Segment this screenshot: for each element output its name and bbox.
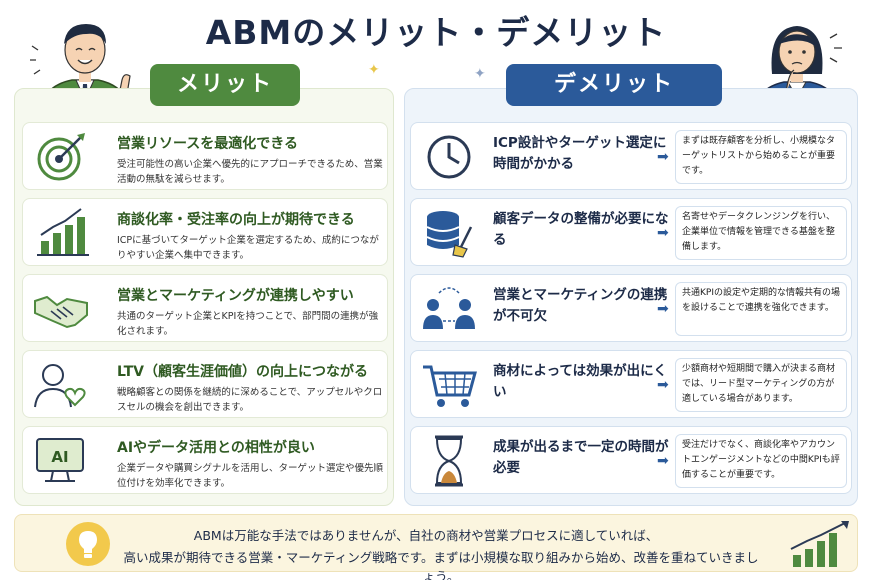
arrow-right-icon: ➡ (657, 149, 669, 165)
handshake-icon (34, 295, 88, 329)
demerit-title: 顧客データの整備が必要になる (493, 211, 669, 248)
ai-monitor-icon: AI (36, 438, 84, 482)
solution-box: 共通KPIの設定や定期的な情報共有の場を設けることで連携を強化できます。 (675, 282, 847, 336)
person-heart-icon (34, 364, 86, 408)
solution-box: まずは既存顧客を分析し、小規模なターゲットリストから始めることが重要です。 (675, 130, 847, 184)
summary-line-1: ABMは万能な手法ではありませんが、自社の商材や営業プロセスに適していれば、 (193, 528, 659, 543)
demerit-header: デメリット (506, 64, 722, 106)
merit-card: 営業リソースを最適化できる 受注可能性の高い企業へ優先的にアプローチできるため、… (22, 122, 388, 190)
demerit-card: 営業とマーケティングの連携が不可欠 ➡ 共通KPIの設定や定期的な情報共有の場を… (410, 274, 852, 342)
merit-title: 営業リソースを最適化できる (117, 136, 299, 152)
page-title: ABMのメリット・デメリット (205, 13, 667, 52)
merit-card: 営業とマーケティングが連携しやすい 共通のターゲット企業とKPIを持つことで、部… (22, 274, 388, 342)
summary-banner: ABMは万能な手法ではありませんが、自社の商材や営業プロセスに適していれば、 高… (14, 514, 858, 580)
demerit-card: ICP設計やターゲット選定に時間がかかる ➡ まずは既存顧客を分析し、小規模なタ… (410, 122, 852, 190)
demerit-card: 顧客データの整備が必要になる ➡ 名寄せやデータクレンジングを行い、企業単位で情… (410, 198, 852, 266)
merit-card: 商談化率・受注率の向上が期待できる ICPに基づいてターゲット企業を選定するため… (22, 198, 388, 266)
cart-icon (423, 365, 477, 407)
sparkle-icon: ✦ (474, 66, 486, 82)
team-link-icon (423, 287, 475, 329)
merit-title: LTV（顧客生涯価値）の向上につながる (117, 364, 368, 380)
lightbulb-icon (66, 522, 110, 566)
solution-box: 受注だけでなく、商談化率やアカウントエンゲージメントなどの中間KPIも評価するこ… (675, 434, 847, 488)
merit-header: メリット (150, 64, 300, 106)
clock-icon (427, 135, 471, 179)
merit-desc: 共通のターゲット企業とKPIを持つことで、部門間の連携が強化されます。 (117, 311, 379, 337)
demerit-title: ICP設計やターゲット選定に時間がかかる (493, 135, 667, 172)
demerit-title: 営業とマーケティングの連携が不可欠 (493, 287, 668, 324)
ai-badge-text: AI (51, 448, 68, 466)
merit-title: AIやデータ活用との相性が良い (117, 440, 315, 456)
merit-desc: 受注可能性の高い企業へ優先的にアプローチできるため、営業活動の無駄を減らせます。 (117, 159, 383, 185)
merit-card: LTV（顧客生涯価値）の向上につながる 戦略顧客との関係を継続的に深めることで、… (22, 350, 388, 418)
merit-desc: 企業データや購買シグナルを活用し、ターゲット選定や優先順位付けを効率化できます。 (117, 463, 384, 489)
merit-title: 商談化率・受注率の向上が期待できる (117, 212, 355, 228)
merit-desc: 戦略顧客との関係を継続的に深めることで、アップセルやクロスセルの機会を創出できま… (117, 387, 383, 413)
summary-line-2: 高い成果が期待できる営業・マーケティング戦略です。まずは小規模な取り組みから始め… (123, 550, 759, 580)
solution-box: 少額商材や短期間で購入が決まる商材では、リード型マーケティングの方が適している場… (675, 358, 847, 412)
growth-chart-icon (790, 521, 849, 567)
demerit-title: 成果が出るまで一定の時間が必要 (493, 439, 669, 476)
demerit-card: 商材によっては効果が出にくい ➡ 少額商材や短期間で購入が決まる商材では、リード… (410, 350, 852, 418)
database-broom-icon (426, 211, 473, 258)
arrow-right-icon: ➡ (657, 377, 669, 393)
merit-card: AI AIやデータ活用との相性が良い 企業データや購買シグナルを活用し、ターゲッ… (22, 426, 388, 494)
hourglass-icon (435, 435, 463, 487)
merit-desc: ICPに基づいてターゲット企業を選定するため、成約につながりやすい企業へ集中でき… (117, 235, 379, 261)
demerit-title: 商材によっては効果が出にくい (493, 363, 667, 400)
target-icon (37, 133, 85, 181)
bar-chart-icon (37, 208, 89, 256)
merit-title: 営業とマーケティングが連携しやすい (117, 288, 354, 304)
solution-box: 名寄せやデータクレンジングを行い、企業単位で情報を管理できる基盤を整備します。 (675, 206, 847, 260)
arrow-right-icon: ➡ (657, 301, 669, 317)
sparkle-icon: ✦ (368, 62, 380, 78)
arrow-right-icon: ➡ (657, 453, 669, 469)
arrow-right-icon: ➡ (657, 225, 669, 241)
demerit-card: 成果が出るまで一定の時間が必要 ➡ 受注だけでなく、商談化率やアカウントエンゲー… (410, 426, 852, 494)
